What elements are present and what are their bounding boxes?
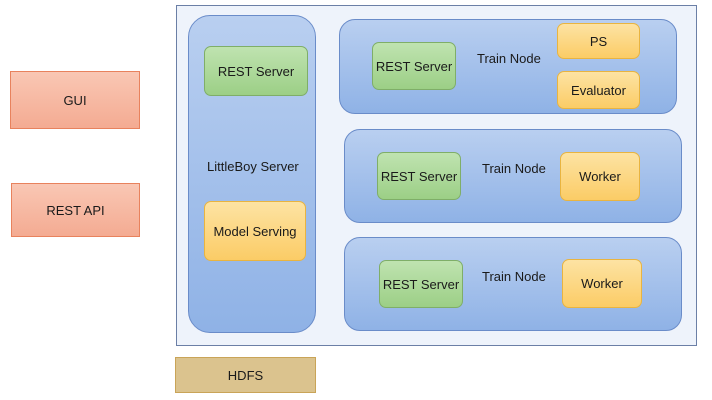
train-node-3-title: Train Node bbox=[482, 269, 546, 284]
rest-api-box: REST API bbox=[11, 183, 140, 237]
train-node-1-evaluator: Evaluator bbox=[557, 71, 640, 109]
train-node-1-rest-server-label: REST Server bbox=[375, 58, 453, 74]
train-node-1-rest-server: REST Server bbox=[372, 42, 456, 90]
train-node-3-rest-server: REST Server bbox=[379, 260, 463, 308]
train-node-3-worker-label: Worker bbox=[581, 276, 623, 291]
train-node-1-ps: PS bbox=[557, 23, 640, 59]
train-node-1-evaluator-label: Evaluator bbox=[571, 82, 626, 98]
server-rest-server-label: REST Server bbox=[217, 63, 295, 79]
train-node-1-ps-label: PS bbox=[589, 33, 608, 49]
train-node-2-rest-server: REST Server bbox=[377, 152, 461, 200]
rest-api-label: REST API bbox=[46, 202, 105, 218]
train-node-2-title: Train Node bbox=[482, 161, 546, 176]
model-serving-box: Model Serving bbox=[204, 201, 306, 261]
hdfs-box: HDFS bbox=[175, 357, 316, 393]
train-node-2-rest-server-label: REST Server bbox=[380, 168, 458, 184]
server-rest-server: REST Server bbox=[204, 46, 308, 96]
train-node-3-rest-server-label: REST Server bbox=[382, 276, 460, 292]
hdfs-label: HDFS bbox=[227, 367, 264, 383]
gui-label: GUI bbox=[63, 92, 87, 108]
train-node-2-worker-label: Worker bbox=[579, 169, 621, 184]
train-node-2-worker: Worker bbox=[560, 152, 640, 201]
model-serving-label: Model Serving bbox=[213, 223, 297, 239]
littleboy-server-title: LittleBoy Server bbox=[207, 159, 299, 174]
gui-box: GUI bbox=[10, 71, 140, 129]
train-node-3-worker: Worker bbox=[562, 259, 642, 308]
train-node-1-title: Train Node bbox=[477, 51, 541, 66]
